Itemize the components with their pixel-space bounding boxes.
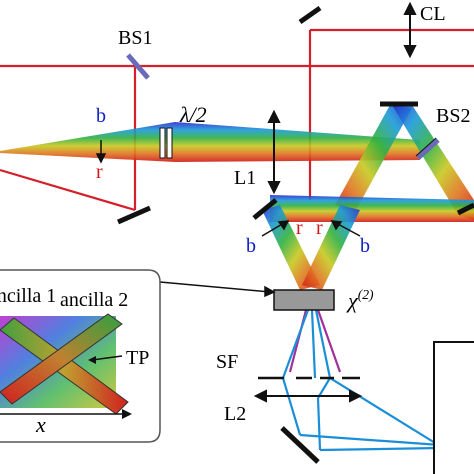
mirror-bottom [280, 426, 320, 464]
beam-direction-arrows [95, 140, 361, 298]
blue-beam-to-detector-top [299, 433, 441, 447]
beam-up-to-mirror [335, 105, 412, 212]
rainbow-beams [0, 105, 474, 290]
lens-arrows [253, 1, 417, 403]
beam-left-to-crystal [262, 205, 320, 290]
blue-beam-to-detector-mid [319, 446, 441, 452]
beam-splitter-bs1 [126, 53, 150, 80]
mirror-top-right [298, 5, 322, 25]
output-beams [281, 309, 441, 452]
nonlinear-crystal [273, 289, 335, 311]
label-bs1: BS1 [118, 27, 153, 49]
blue-beam-to-detector-low [329, 377, 441, 447]
label-bs2: BS2 [436, 105, 471, 127]
arrow-to-crystal [159, 281, 271, 293]
inset-label-ancilla-2: ancilla 2 [60, 289, 129, 311]
inset-panel [0, 269, 161, 443]
mirror-right-mid [456, 202, 474, 216]
laser-beams [0, 28, 474, 212]
label-chi: χ(2) [348, 287, 374, 313]
laser-diagonal-left [0, 168, 136, 212]
blue-beam-right-a [314, 309, 332, 379]
blue-beam-to-mirror [316, 397, 322, 451]
beam-splitter-bs2-edge [415, 137, 437, 157]
beam-splitters [126, 53, 440, 160]
inset-label-tp: TP [126, 347, 150, 369]
mirror-left-mid [252, 198, 278, 220]
mirrors [116, 5, 474, 464]
label-half-wave: λ/2 [180, 102, 207, 127]
beam-horizontal-lower [270, 195, 474, 222]
inset-ancilla-2-bar [0, 313, 123, 405]
blue-beam-down-right [317, 377, 331, 399]
inset-label-x: x [36, 412, 46, 437]
inset-x-arrowhead [122, 409, 132, 419]
label-r-lower-left: r [296, 217, 303, 239]
inset-label-ancilla-1: ancilla 1 [0, 285, 57, 307]
label-cl: CL [420, 3, 446, 25]
purple-beam-right [316, 309, 342, 373]
arrow-lower-right [335, 222, 361, 237]
label-sf: SF [216, 351, 239, 373]
blue-beam-center [310, 309, 317, 379]
label-r-left: r [96, 161, 103, 183]
blue-beam-left-a [281, 309, 310, 379]
blue-beam-down-left [281, 377, 302, 436]
beam-down-right [392, 105, 474, 220]
label-b-lower-left: b [246, 235, 256, 257]
arrow-lower-left [261, 222, 285, 237]
mirror-left-lower [116, 205, 152, 225]
beam-converging-left [0, 122, 420, 162]
label-r-lower-right: r [316, 217, 323, 239]
detector-box [433, 341, 474, 474]
beam-splitter-bs2 [416, 138, 440, 160]
label-l1: L1 [234, 167, 257, 189]
beam-right-to-crystal [302, 205, 360, 290]
half-wave-plate [159, 127, 173, 159]
label-b-lower-right: b [360, 235, 370, 257]
inset-tp-pointer [91, 355, 123, 361]
label-chi-order: (2) [357, 287, 374, 302]
label-chi-symbol: χ [348, 288, 358, 313]
label-l2: L2 [224, 403, 247, 425]
label-b-left: b [96, 105, 106, 127]
